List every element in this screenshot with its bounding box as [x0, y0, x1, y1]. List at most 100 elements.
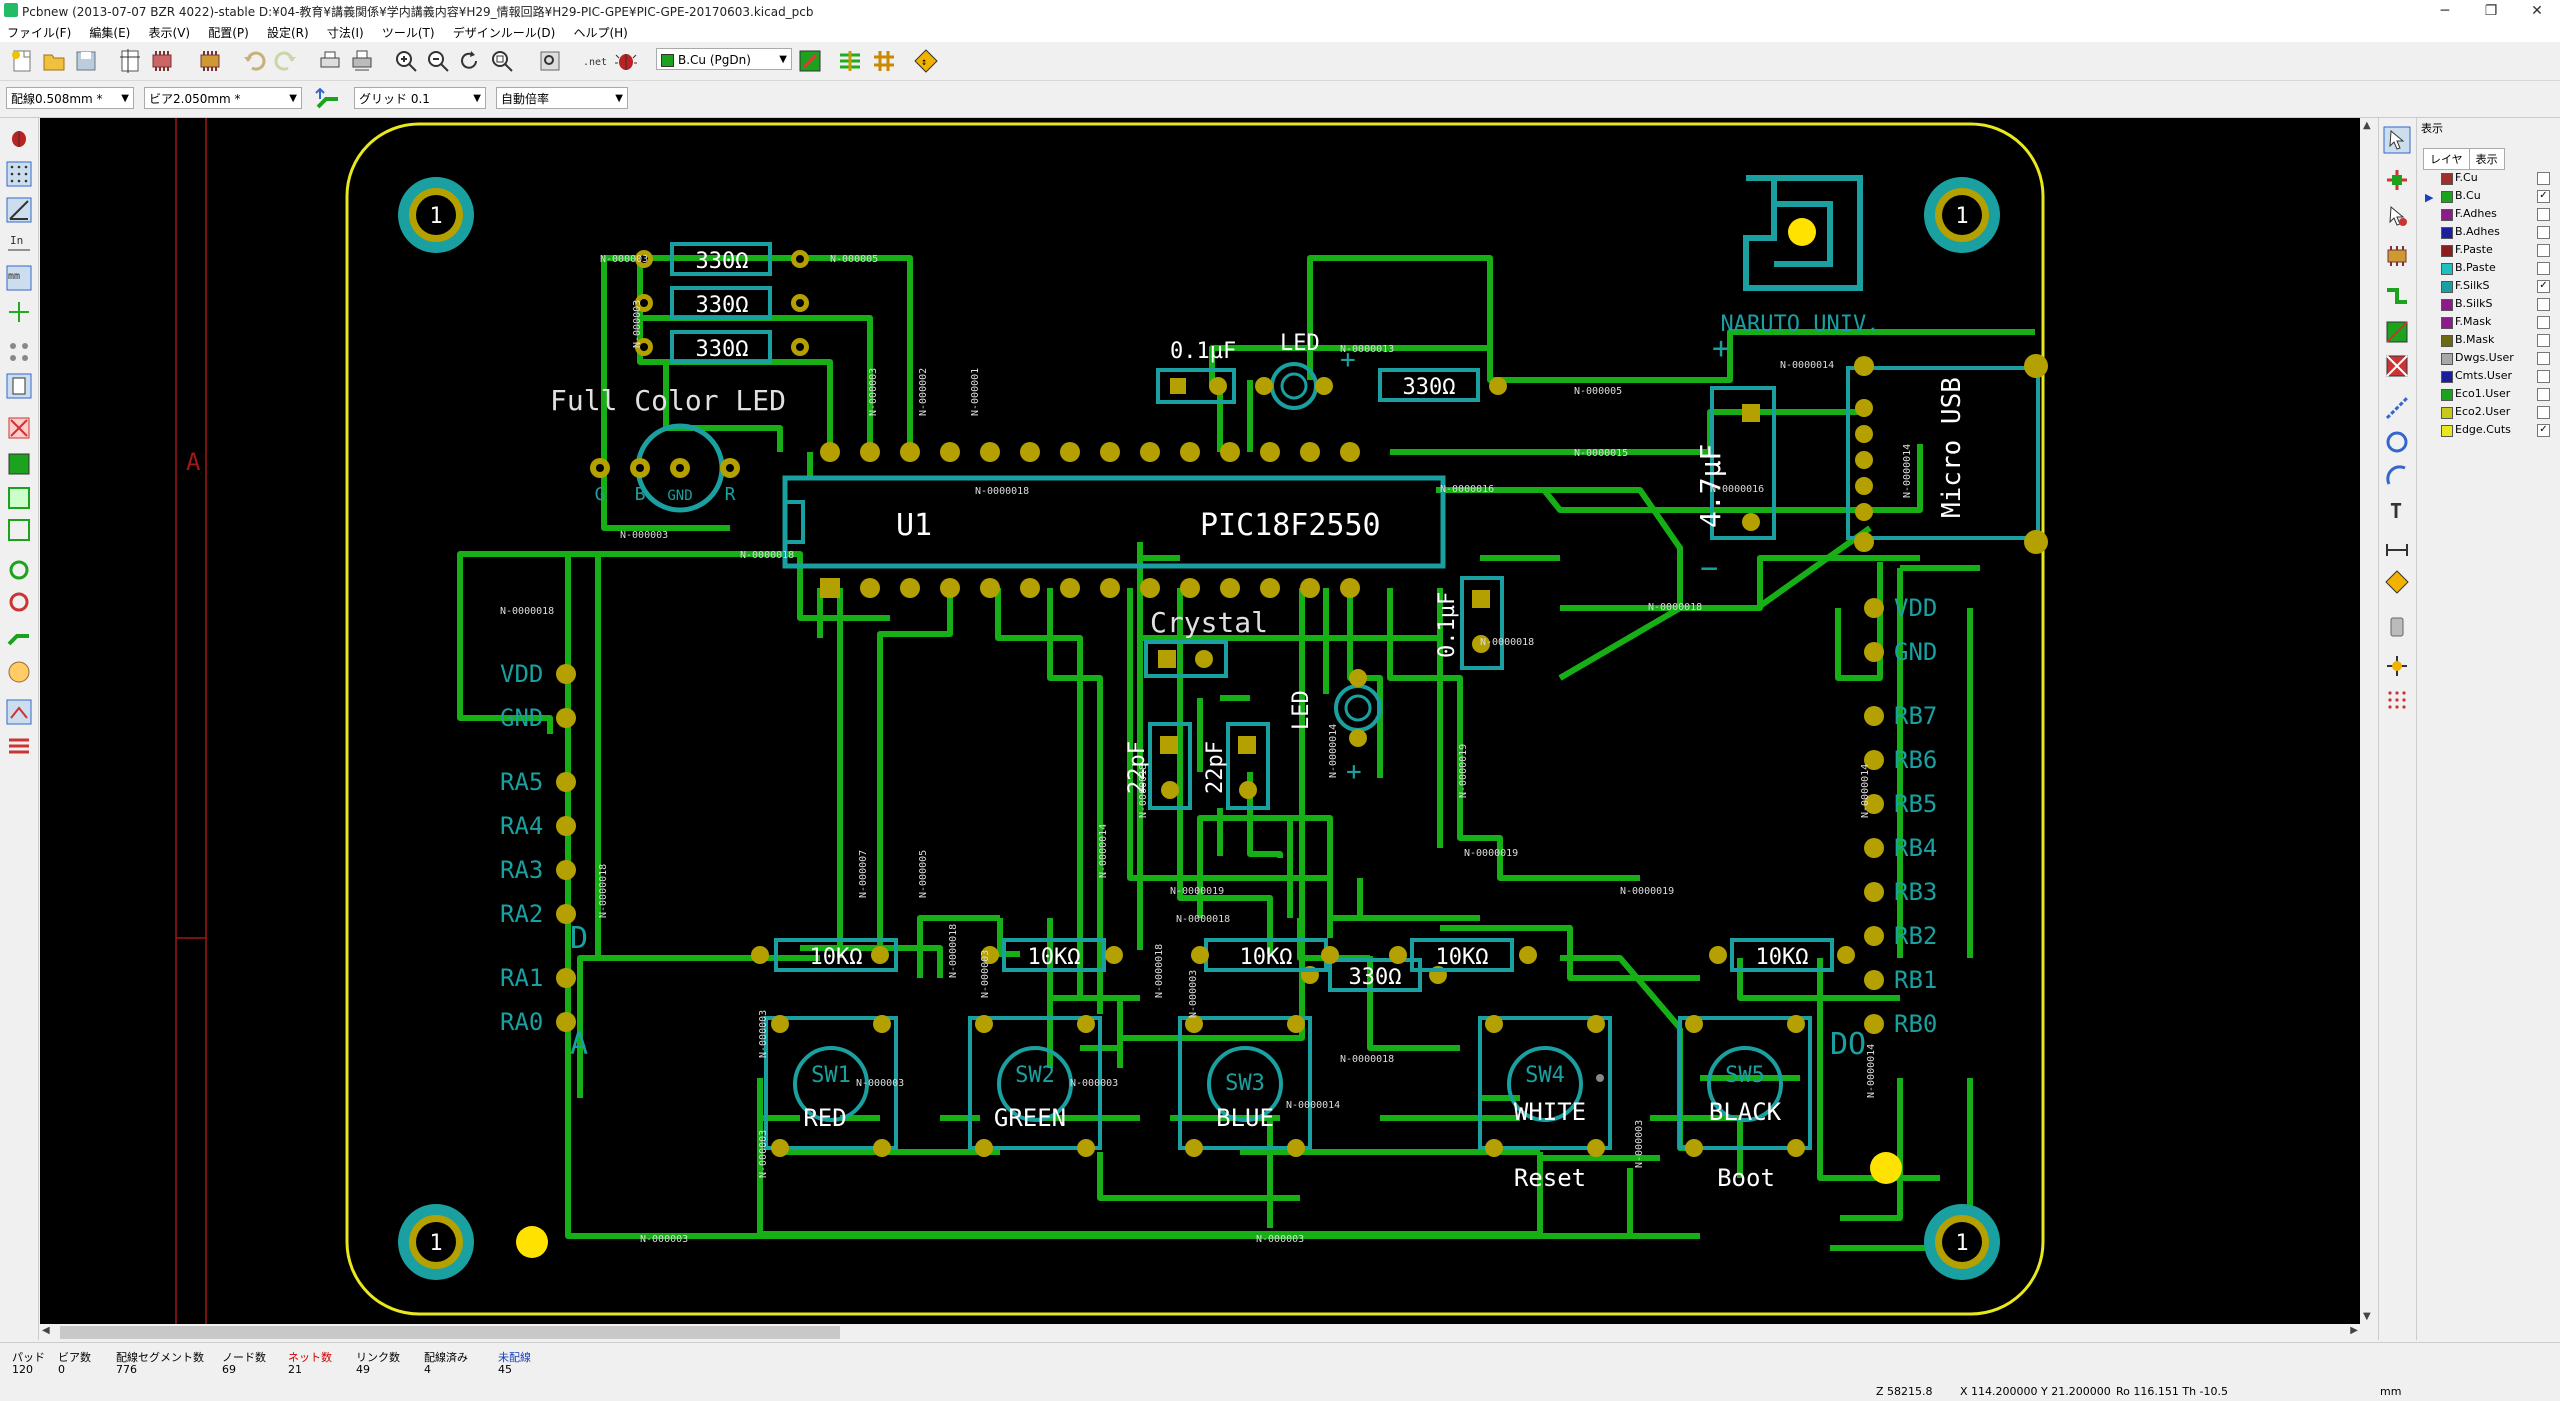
microwave-icon[interactable] — [5, 698, 33, 726]
undo-icon[interactable] — [240, 47, 268, 75]
layer-color-swatch[interactable] — [2441, 299, 2453, 311]
auto-track-width-icon[interactable] — [314, 85, 342, 113]
menu-design-rules[interactable]: デザインルール(D) — [452, 26, 556, 40]
layer-visibility-checkbox[interactable] — [2537, 262, 2550, 275]
redraw-icon[interactable] — [456, 47, 484, 75]
layer-visibility-checkbox[interactable] — [2537, 298, 2550, 311]
grid-icon[interactable] — [5, 160, 33, 188]
print-icon[interactable] — [316, 47, 344, 75]
pcb-canvas[interactable]: A — [40, 118, 2360, 1324]
menu-place[interactable]: 配置(P) — [208, 26, 249, 40]
read-netlist-icon[interactable] — [836, 47, 864, 75]
layer-color-swatch[interactable] — [2441, 425, 2453, 437]
cursor-icon[interactable] — [5, 298, 33, 326]
layer-row[interactable]: B.Mask — [2437, 332, 2555, 349]
inch-icon[interactable]: In — [5, 230, 33, 258]
menu-view[interactable]: 表示(V) — [148, 26, 191, 40]
layer-color-swatch[interactable] — [2441, 281, 2453, 293]
grid-origin-icon[interactable] — [2383, 686, 2411, 714]
track-width-select[interactable]: 配線0.508mm *▼ — [6, 87, 134, 109]
maximize-button[interactable]: ❐ — [2484, 3, 2498, 19]
mm-icon[interactable]: mm — [5, 264, 33, 292]
close-button[interactable]: ✕ — [2531, 3, 2543, 19]
layer-color-swatch[interactable] — [2441, 335, 2453, 347]
add-dimension-icon[interactable] — [2383, 536, 2411, 564]
layer-row[interactable]: F.SilkS✓ — [2437, 278, 2555, 295]
zone-nofill-icon[interactable] — [5, 516, 33, 544]
delete-icon[interactable] — [2383, 612, 2411, 640]
layer-row[interactable]: F.Adhes — [2437, 206, 2555, 223]
menu-file[interactable]: ファイル(F) — [7, 26, 72, 40]
contrast-icon[interactable] — [5, 658, 33, 686]
add-text-icon[interactable]: T — [2383, 496, 2411, 524]
layer-manager-icon[interactable] — [5, 732, 33, 760]
drc-bug-icon[interactable] — [612, 47, 640, 75]
add-module-icon[interactable] — [2383, 242, 2411, 270]
layer-row[interactable]: Dwgs.User — [2437, 350, 2555, 367]
via-size-select[interactable]: ビア2.050mm *▼ — [144, 87, 302, 109]
drc-icon[interactable] — [5, 124, 33, 152]
layer-color-swatch[interactable] — [2441, 263, 2453, 275]
layer-row[interactable]: Edge.Cuts✓ — [2437, 422, 2555, 439]
redo-icon[interactable] — [272, 47, 300, 75]
layer-color-swatch[interactable] — [2441, 371, 2453, 383]
zoom-out-icon[interactable] — [424, 47, 452, 75]
add-zone-icon[interactable] — [2383, 318, 2411, 346]
layer-visibility-checkbox[interactable] — [2537, 406, 2550, 419]
set-origin-icon[interactable] — [2383, 652, 2411, 680]
layer-visibility-checkbox[interactable]: ✓ — [2537, 190, 2550, 203]
layer-color-swatch[interactable] — [2441, 191, 2453, 203]
layer-visibility-checkbox[interactable] — [2537, 226, 2550, 239]
page-settings-icon[interactable] — [116, 47, 144, 75]
menu-dimensions[interactable]: 寸法(I) — [326, 26, 364, 40]
ratsnest-icon[interactable] — [5, 338, 33, 366]
zone-fill-icon[interactable] — [5, 450, 33, 478]
tab-render[interactable]: 表示 — [2468, 148, 2505, 170]
net-highlight-icon[interactable] — [2383, 166, 2411, 194]
layer-visibility-checkbox[interactable] — [2537, 172, 2550, 185]
layer-row[interactable]: B.Adhes — [2437, 224, 2555, 241]
layer-color-swatch[interactable] — [2441, 389, 2453, 401]
layer-row[interactable]: Eco2.User — [2437, 404, 2555, 421]
layer-row[interactable]: B.Cu✓ — [2437, 188, 2555, 205]
menu-edit[interactable]: 編集(E) — [89, 26, 131, 40]
layer-visibility-checkbox[interactable]: ✓ — [2537, 280, 2550, 293]
zoom-fit-icon[interactable] — [488, 47, 516, 75]
layer-color-swatch[interactable] — [2441, 245, 2453, 257]
layer-visibility-checkbox[interactable] — [2537, 208, 2550, 221]
layer-visibility-checkbox[interactable] — [2537, 244, 2550, 257]
plot-icon[interactable] — [348, 47, 376, 75]
local-ratsnest-icon[interactable] — [2383, 202, 2411, 230]
scroll-down-icon[interactable]: ▼ — [2363, 1311, 2371, 1322]
zoom-in-icon[interactable] — [392, 47, 420, 75]
add-arc-icon[interactable] — [2383, 462, 2411, 490]
layer-color-swatch[interactable] — [2441, 227, 2453, 239]
minimize-button[interactable]: ─ — [2440, 3, 2450, 19]
layer-pair-icon[interactable] — [796, 47, 824, 75]
menu-help[interactable]: ヘルプ(H) — [573, 26, 628, 40]
layer-color-swatch[interactable] — [2441, 209, 2453, 221]
tab-layers[interactable]: レイヤ — [2423, 148, 2470, 170]
layer-row[interactable]: Cmts.User — [2437, 368, 2555, 385]
layer-visibility-checkbox[interactable] — [2537, 316, 2550, 329]
module-ratsnest-icon[interactable] — [5, 372, 33, 400]
layer-row[interactable]: B.Paste — [2437, 260, 2555, 277]
layer-select[interactable]: B.Cu (PgDn)▼ — [656, 48, 792, 70]
menu-tools[interactable]: ツール(T) — [381, 26, 435, 40]
layer-color-swatch[interactable] — [2441, 317, 2453, 329]
layer-row[interactable]: F.Cu — [2437, 170, 2555, 187]
module-editor-icon[interactable] — [148, 47, 176, 75]
layer-color-swatch[interactable] — [2441, 173, 2453, 185]
module-library-icon[interactable] — [196, 47, 224, 75]
menu-preferences[interactable]: 設定(R) — [266, 26, 309, 40]
layer-color-swatch[interactable] — [2441, 353, 2453, 365]
add-circle-icon[interactable] — [2383, 428, 2411, 456]
zone-outline-icon[interactable] — [5, 484, 33, 512]
add-keepout-icon[interactable] — [2383, 352, 2411, 380]
layer-row[interactable]: F.Paste — [2437, 242, 2555, 259]
scroll-right-icon[interactable]: ▶ — [2350, 1325, 2358, 1336]
layer-row[interactable]: B.SilkS — [2437, 296, 2555, 313]
scroll-thumb[interactable] — [60, 1326, 840, 1339]
vertical-scrollbar[interactable]: ▲ ▼ — [2360, 118, 2380, 1324]
layer-visibility-checkbox[interactable] — [2537, 352, 2550, 365]
